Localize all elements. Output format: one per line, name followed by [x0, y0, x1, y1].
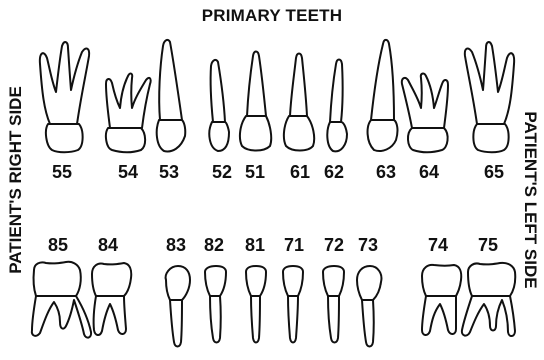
tooth-64-drawing — [402, 74, 448, 153]
tooth-81-drawing — [246, 266, 266, 343]
tooth-51-drawing — [240, 52, 271, 151]
tooth-75-drawing — [462, 263, 515, 336]
tooth-72-drawing — [323, 266, 344, 343]
tooth-74-drawing — [422, 265, 461, 335]
tooth-55-drawing — [40, 42, 89, 152]
tooth-52-drawing — [209, 60, 229, 151]
tooth-53-drawing — [157, 40, 186, 152]
tooth-83-drawing — [166, 266, 190, 347]
tooth-65-drawing — [465, 42, 514, 152]
tooth-71-drawing — [283, 266, 303, 343]
tooth-54-drawing — [106, 74, 151, 153]
tooth-85-drawing — [32, 262, 91, 338]
tooth-84-drawing — [92, 263, 131, 335]
tooth-82-drawing — [205, 266, 226, 343]
tooth-61-drawing — [284, 54, 314, 151]
tooth-73-drawing — [357, 266, 381, 347]
tooth-62-drawing — [327, 60, 347, 152]
tooth-63-drawing — [368, 40, 398, 151]
